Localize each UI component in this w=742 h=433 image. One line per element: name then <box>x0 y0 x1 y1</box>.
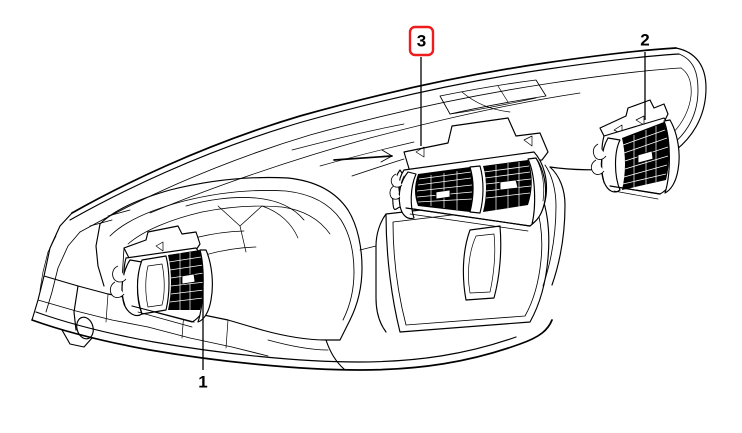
center-vent-right-louvers <box>483 160 532 212</box>
callout-2-label: 2 <box>640 30 649 49</box>
right-side-air-vent[interactable] <box>590 99 680 200</box>
center-vent-left-louvers <box>415 167 473 212</box>
callout-1-label: 1 <box>198 372 207 391</box>
callout-3[interactable]: 3 <box>408 25 435 146</box>
callout-3-label: 3 <box>417 31 426 50</box>
left-vent-louvers <box>168 250 206 310</box>
callout-3-highlight-box <box>408 25 435 57</box>
panel-knob-detail <box>76 316 94 340</box>
callout-1[interactable]: 1 <box>198 288 208 391</box>
right-vent-louvers <box>622 122 670 190</box>
dashboard-outer-shell <box>31 47 707 371</box>
center-air-vent[interactable] <box>389 117 549 232</box>
left-side-air-vent[interactable] <box>109 225 213 328</box>
callout-layer: 1 2 3 <box>198 25 650 391</box>
callout-2[interactable]: 2 <box>640 30 650 120</box>
